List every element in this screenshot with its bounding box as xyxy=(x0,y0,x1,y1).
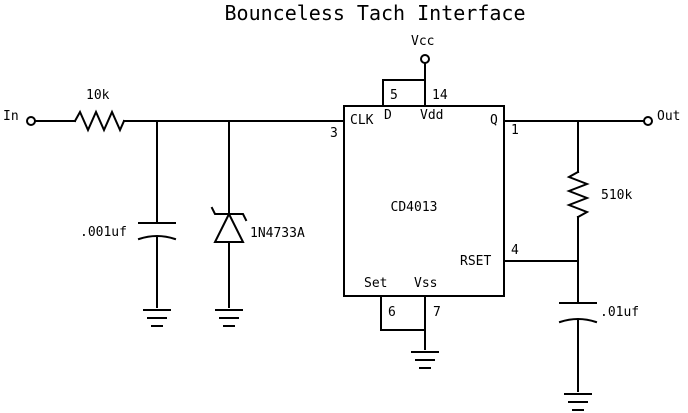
resistor-510k xyxy=(566,170,590,219)
ground-symbol-cap-out xyxy=(564,393,592,411)
pin-d-label: D xyxy=(384,108,392,123)
ic-name: CD4013 xyxy=(391,200,438,215)
pin-vdd-label: Vdd xyxy=(420,108,443,123)
pin-clk-label: CLK xyxy=(350,113,374,128)
wire-set-to-vss xyxy=(380,295,426,331)
ground-symbol-cap-in xyxy=(143,309,171,327)
pin-vdd-number: 14 xyxy=(432,88,448,103)
ground-symbol-ic xyxy=(411,351,439,369)
pin-q-number: 1 xyxy=(511,123,519,138)
resistor-10k xyxy=(73,109,126,133)
pin-d-number: 5 xyxy=(390,88,398,103)
diagram-title: Bounceless Tach Interface xyxy=(224,1,525,25)
zener-label: 1N4733A xyxy=(250,226,305,241)
capacitor-in-label: .001uf xyxy=(80,225,127,240)
input-label: In xyxy=(3,109,19,124)
input-terminal xyxy=(26,116,36,126)
wire-d-to-vdd xyxy=(382,79,426,107)
capacitor-out-label: .01uf xyxy=(600,305,639,320)
pin-set-number: 6 xyxy=(388,305,396,320)
vcc-label: Vcc xyxy=(411,34,434,49)
output-terminal xyxy=(643,116,653,126)
pin-q-label: Q xyxy=(490,113,498,128)
pin-vss-number: 7 xyxy=(433,305,441,320)
pin-set-label: Set xyxy=(364,276,387,291)
pin-rset-label: RSET xyxy=(460,254,491,269)
output-label: Out xyxy=(657,109,680,124)
ground-symbol-zener xyxy=(215,309,243,327)
vcc-terminal xyxy=(420,54,430,64)
pin-rset-number: 4 xyxy=(511,243,519,258)
zener-diode xyxy=(213,211,245,243)
pin-clk-number: 3 xyxy=(330,126,338,141)
resistor-10k-label: 10k xyxy=(86,88,110,103)
resistor-510k-label: 510k xyxy=(601,188,632,203)
pin-vss-label: Vss xyxy=(414,276,437,291)
